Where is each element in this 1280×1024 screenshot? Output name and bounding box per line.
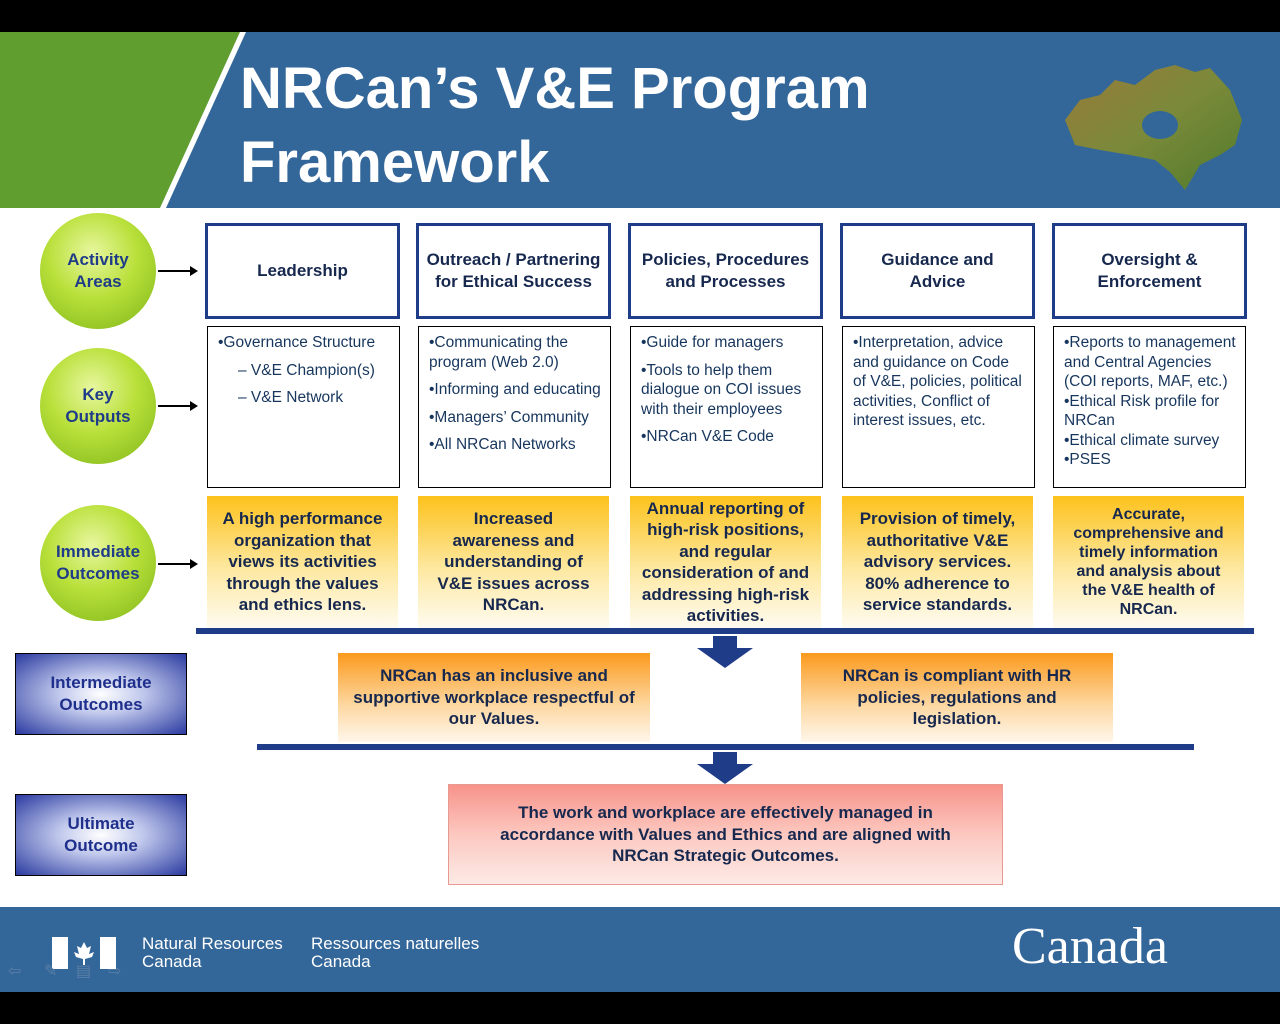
- intermediate-outcome-workplace: NRCan has an inclusive and supportive wo…: [338, 653, 650, 742]
- output-item: •Interpretation, advice and guidance on …: [853, 334, 1022, 429]
- output-item: •Communicating the program (Web 2.0): [429, 334, 568, 371]
- label-line: Intermediate: [50, 673, 152, 692]
- next-slide-icon[interactable]: ⇨: [108, 963, 122, 980]
- pen-icon[interactable]: ✎: [44, 963, 58, 980]
- label-line: Immediate: [55, 542, 141, 561]
- connector-line: [257, 744, 1194, 750]
- activity-policies: Policies, Procedures and Processes: [628, 223, 823, 319]
- outputs-leadership: •Governance Structure – V&E Champion(s) …: [207, 326, 400, 488]
- output-item: •Informing and educating: [429, 381, 601, 398]
- immediate-outcome-oversight: Accurate, comprehensive and timely infor…: [1053, 496, 1244, 628]
- arrow-right-icon: [158, 401, 198, 411]
- output-item: •Reports to management and Central Agenc…: [1064, 334, 1236, 390]
- output-item: •NRCan V&E Code: [641, 428, 774, 445]
- activity-outreach: Outreach / Partnering for Ethical Succes…: [416, 223, 611, 319]
- immediate-outcome-policies: Annual reporting of high-risk positions,…: [630, 496, 821, 628]
- output-item: •Tools to help them dialogue on COI issu…: [641, 361, 802, 418]
- footer-text: Canada: [142, 952, 202, 971]
- activity-oversight: Oversight & Enforcement: [1052, 223, 1247, 319]
- output-item: •PSES: [1064, 451, 1111, 468]
- outputs-guidance: •Interpretation, advice and guidance on …: [842, 326, 1035, 488]
- immediate-outcome-leadership: A high performance organization that vie…: [207, 496, 398, 628]
- canada-wordmark: Canada: [1012, 918, 1168, 975]
- canada-map-icon: [1065, 65, 1242, 190]
- immediate-outcome-guidance: Provision of timely, authoritative V&E a…: [842, 496, 1033, 628]
- output-item: •Guide for managers: [641, 334, 784, 351]
- label-line: Ultimate: [67, 814, 135, 833]
- canada-flag-icon: [52, 937, 116, 969]
- output-item: •All NRCan Networks: [429, 436, 576, 453]
- arrow-down-icon: [697, 752, 753, 784]
- label-line: Areas: [74, 272, 122, 291]
- ultimate-outcome: The work and workplace are effectively m…: [448, 784, 1003, 885]
- previous-slide-icon[interactable]: ⇦: [8, 963, 22, 980]
- arrow-right-icon: [158, 266, 198, 276]
- outputs-policies: •Guide for managers •Tools to help them …: [630, 326, 823, 488]
- activity-leadership: Leadership: [205, 223, 400, 319]
- immediate-outcome-outreach: Increased awareness and understanding of…: [418, 496, 609, 628]
- output-item: •Ethical climate survey: [1064, 431, 1220, 449]
- arrow-down-icon: [697, 636, 753, 668]
- header: NRCan’s V&E Program Framework: [0, 32, 1280, 208]
- label-line: Outcomes: [59, 695, 143, 714]
- label-line: Outcome: [64, 836, 138, 855]
- connector-line: [196, 628, 1254, 634]
- label-line: Key: [82, 385, 114, 404]
- outputs-outreach: •Communicating the program (Web 2.0) •In…: [418, 326, 611, 488]
- output-item: •Ethical Risk profile for NRCan: [1064, 392, 1220, 430]
- label-line: Activity: [67, 250, 129, 269]
- intermediate-outcome-compliance: NRCan is compliant with HR policies, reg…: [801, 653, 1113, 742]
- title-line-2: Framework: [240, 130, 550, 195]
- label-line: Outcomes: [56, 564, 140, 583]
- output-item: •Managers’ Community: [429, 408, 589, 426]
- arrow-right-icon: [158, 559, 198, 569]
- label-line: Outputs: [65, 407, 131, 426]
- activity-guidance: Guidance and Advice: [840, 223, 1035, 319]
- output-item: – V&E Champion(s): [238, 361, 375, 379]
- outputs-oversight: •Reports to management and Central Agenc…: [1053, 326, 1246, 488]
- output-item: – V&E Network: [238, 389, 344, 406]
- output-item: •Governance Structure: [218, 334, 376, 351]
- footer-text: Canada: [311, 952, 371, 971]
- title-line-1: NRCan’s V&E Program: [240, 56, 870, 121]
- page-title: NRCan’s V&E Program Framework: [240, 52, 870, 200]
- menu-icon[interactable]: ▤: [76, 963, 92, 980]
- footer-text: Ressources naturelles: [311, 934, 480, 953]
- footer-text: Natural Resources: [142, 934, 283, 953]
